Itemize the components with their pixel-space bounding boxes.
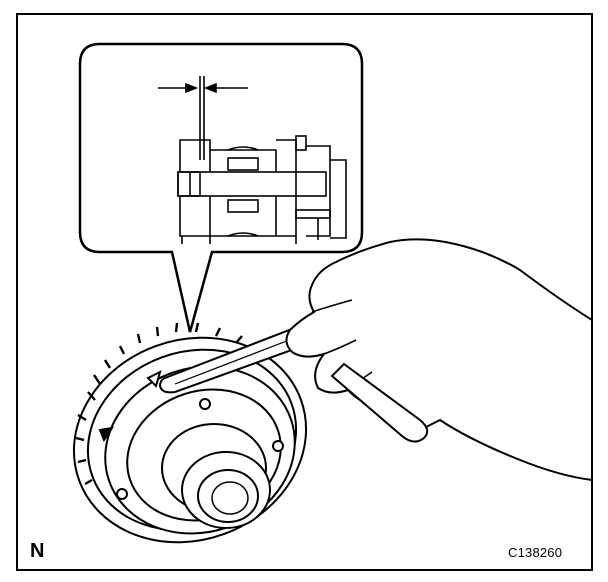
hand	[285, 238, 593, 482]
figure-code-label: C138260	[508, 545, 563, 560]
clearance-detail	[158, 76, 347, 244]
orientation-label: N	[30, 540, 45, 562]
sprocket-assembly	[72, 322, 308, 544]
figure-border	[16, 13, 593, 571]
